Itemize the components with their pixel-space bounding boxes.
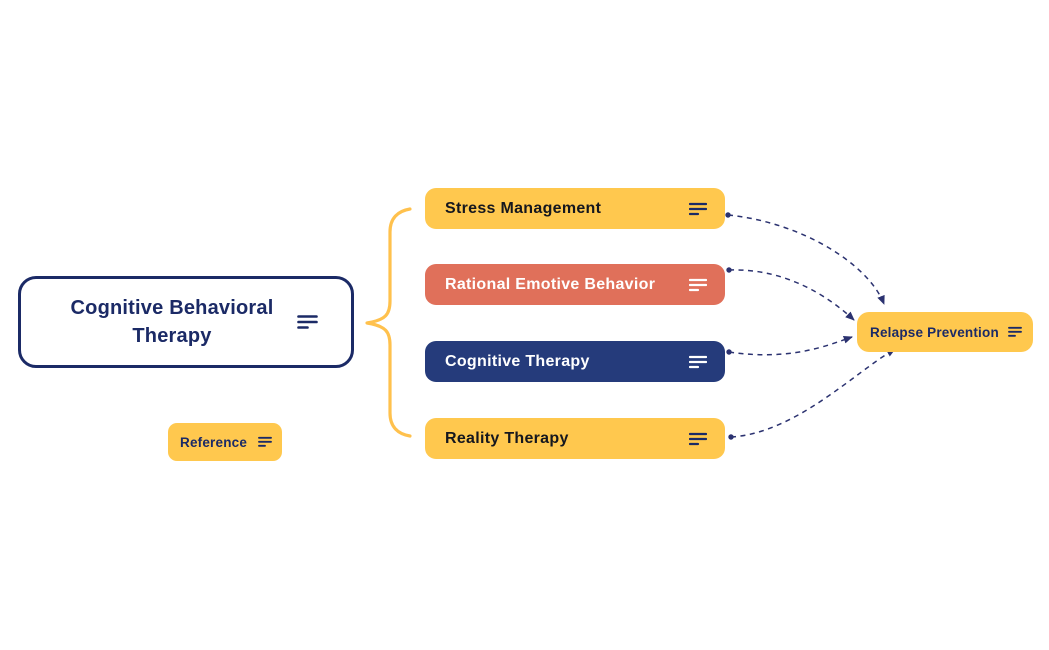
relationship-origin-dot [726,349,732,355]
relationship-origin-dot [725,212,731,218]
topic-relapse-prevention[interactable]: Relapse Prevention [857,312,1033,352]
topic-root[interactable]: Cognitive Behavioral Therapy [18,276,354,368]
reference-node[interactable]: Reference [168,423,282,461]
topic-label: Reality Therapy [445,429,569,447]
relationship-origin-dot [726,267,732,273]
notes-icon[interactable] [689,202,707,216]
relationship-cognitive-to-relapse[interactable] [728,336,853,356]
notes-icon[interactable] [689,432,707,446]
relationship-reality-to-relapse[interactable] [730,348,896,438]
relationship-lines [725,212,896,440]
topic-label: Rational Emotive Behavior [445,275,656,293]
topic-rational-emotive-behavior[interactable]: Rational Emotive Behavior [425,264,725,305]
relationship-stress-to-relapse[interactable] [727,214,885,305]
reference-label: Reference [180,434,248,450]
relationship-rational-to-relapse[interactable] [728,269,855,321]
relationship-origin-dot [728,434,734,440]
topic-label: Relapse Prevention [870,324,999,340]
topic-root-label: Cognitive Behavioral Therapy [70,297,274,347]
notes-icon[interactable] [689,355,707,369]
notes-icon[interactable] [1008,326,1022,338]
topic-cognitive-therapy[interactable]: Cognitive Therapy [425,341,725,382]
topic-label: Cognitive Therapy [445,352,590,370]
branch-brace [365,207,412,438]
notes-icon[interactable] [258,436,272,448]
topic-label: Stress Management [445,199,602,217]
notes-icon[interactable] [689,278,707,292]
topic-stress-management[interactable]: Stress Management [425,188,725,229]
notes-icon[interactable] [297,314,318,331]
topic-reality-therapy[interactable]: Reality Therapy [425,418,725,459]
